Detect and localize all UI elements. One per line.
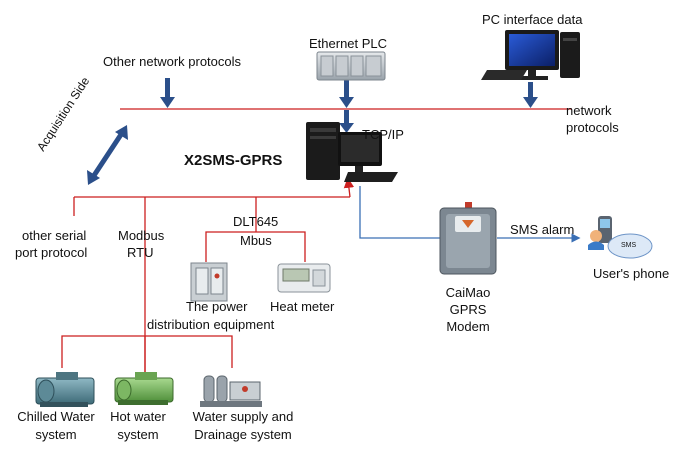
hot-water-unit — [114, 372, 174, 405]
gprs-modem-device — [439, 202, 497, 275]
acquisition-double-arrow — [87, 125, 128, 185]
user-phone-icon — [588, 216, 612, 250]
heat-meter-device — [277, 263, 331, 293]
modem-label-line3: Modem — [446, 319, 490, 334]
ethernet-plc-device — [316, 51, 386, 81]
other-network-protocols-label: Other network protocols — [103, 54, 242, 69]
chilled-water-label-line2: system — [35, 427, 77, 442]
tcp-ip-label: TCP/IP — [362, 127, 404, 142]
power-distribution-label-line2: distribution equipment — [147, 317, 275, 332]
power-distribution-label-line1: The power — [186, 299, 248, 314]
other-serial-label-line1: other serial — [22, 228, 87, 243]
hot-water-label-line2: system — [117, 427, 159, 442]
tcpip-arrow — [339, 110, 354, 133]
mbus-label: Mbus — [240, 233, 272, 248]
modem-label-line1: CaiMao — [445, 285, 491, 300]
sms-alarm-label: SMS alarm — [510, 222, 575, 237]
water-supply-label-line2: Drainage system — [194, 427, 292, 442]
pc-arrow — [523, 82, 538, 108]
modem-link-line — [359, 186, 440, 239]
modbus-label-line2: RTU — [127, 245, 154, 260]
x2sms-gprs-computer — [306, 122, 398, 182]
network-protocols-label-line1: network — [566, 103, 612, 118]
modbus-label-line1: Modbus — [118, 228, 165, 243]
other-protocols-arrow — [160, 78, 175, 108]
dlt645-label: DLT645 — [233, 214, 279, 229]
network-protocols-label-line2: protocols — [566, 120, 619, 135]
other-serial-label-line2: port protocol — [15, 245, 88, 260]
water-supply-label-line1: Water supply and — [192, 409, 294, 424]
pc-interface-computer — [481, 30, 580, 80]
x2sms-gprs-title: X2SMS-GPRS — [184, 152, 283, 169]
power-distribution-cabinet — [190, 262, 228, 302]
sms-cloud-bubble — [607, 233, 653, 259]
hot-water-label-line1: Hot water — [110, 409, 166, 424]
pc-interface-label: PC interface data — [482, 12, 583, 27]
plc-arrow — [339, 80, 354, 108]
hvac-branch — [61, 335, 233, 368]
modem-label-line2: GPRS — [449, 302, 487, 317]
heat-meter-label: Heat meter — [270, 299, 335, 314]
water-supply-unit — [200, 375, 262, 407]
chilled-water-unit — [35, 372, 95, 407]
users-phone-label: User's phone — [593, 266, 670, 281]
dlt645-branch — [205, 231, 306, 262]
ethernet-plc-label: Ethernet PLC — [309, 36, 388, 51]
chilled-water-label-line1: Chilled Water — [17, 409, 95, 424]
sms-bubble-text: SMS — [621, 242, 637, 249]
